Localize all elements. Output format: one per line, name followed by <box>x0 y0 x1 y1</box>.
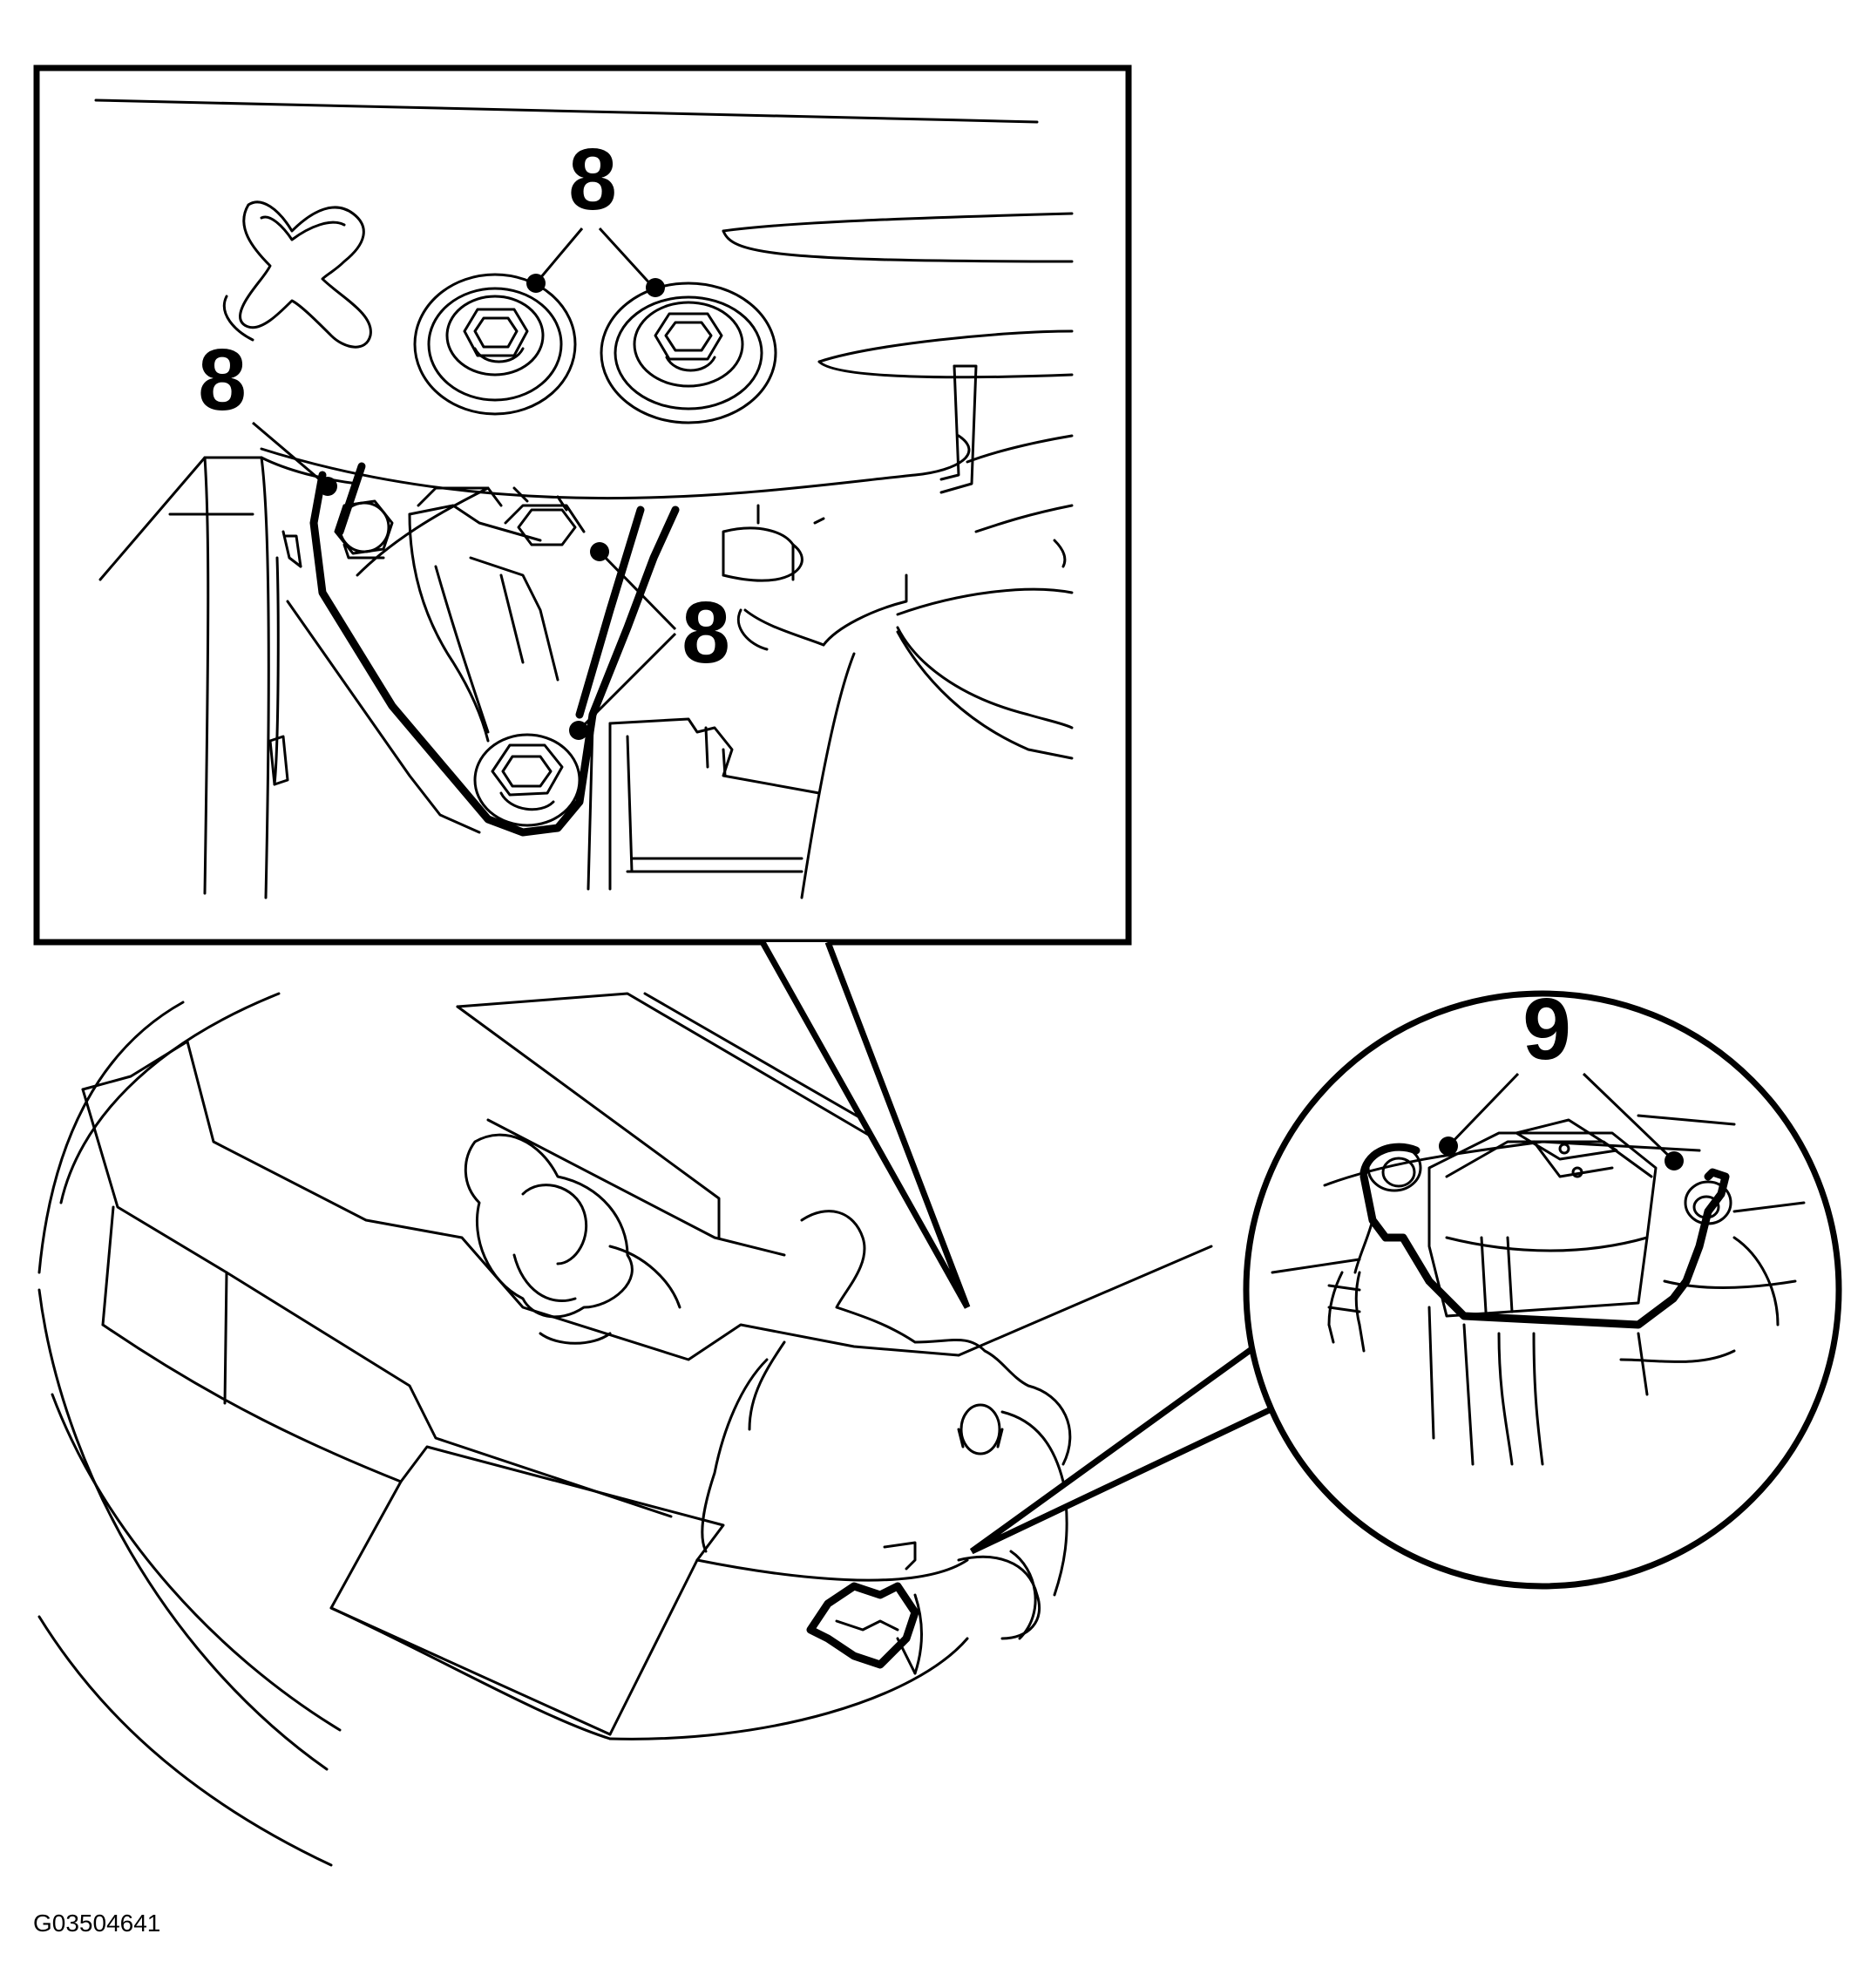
callout-8-left: 8 <box>198 331 247 429</box>
callout-8-right: 8 <box>681 584 730 682</box>
circle-detail: 9 <box>969 980 1842 1590</box>
main-view <box>37 992 1213 1867</box>
nut-recess-left <box>413 273 577 416</box>
inset-detail-box: 8 8 8 <box>33 64 1132 1309</box>
x-emboss <box>239 200 372 349</box>
mount-bracket <box>286 462 680 837</box>
nut-recess-right <box>600 282 777 424</box>
figure-id: G03504641 <box>33 1910 160 1937</box>
callout-8-top: 8 <box>568 131 617 228</box>
callout-9: 9 <box>1522 980 1571 1078</box>
bracket-bolt-bottom <box>473 733 581 827</box>
